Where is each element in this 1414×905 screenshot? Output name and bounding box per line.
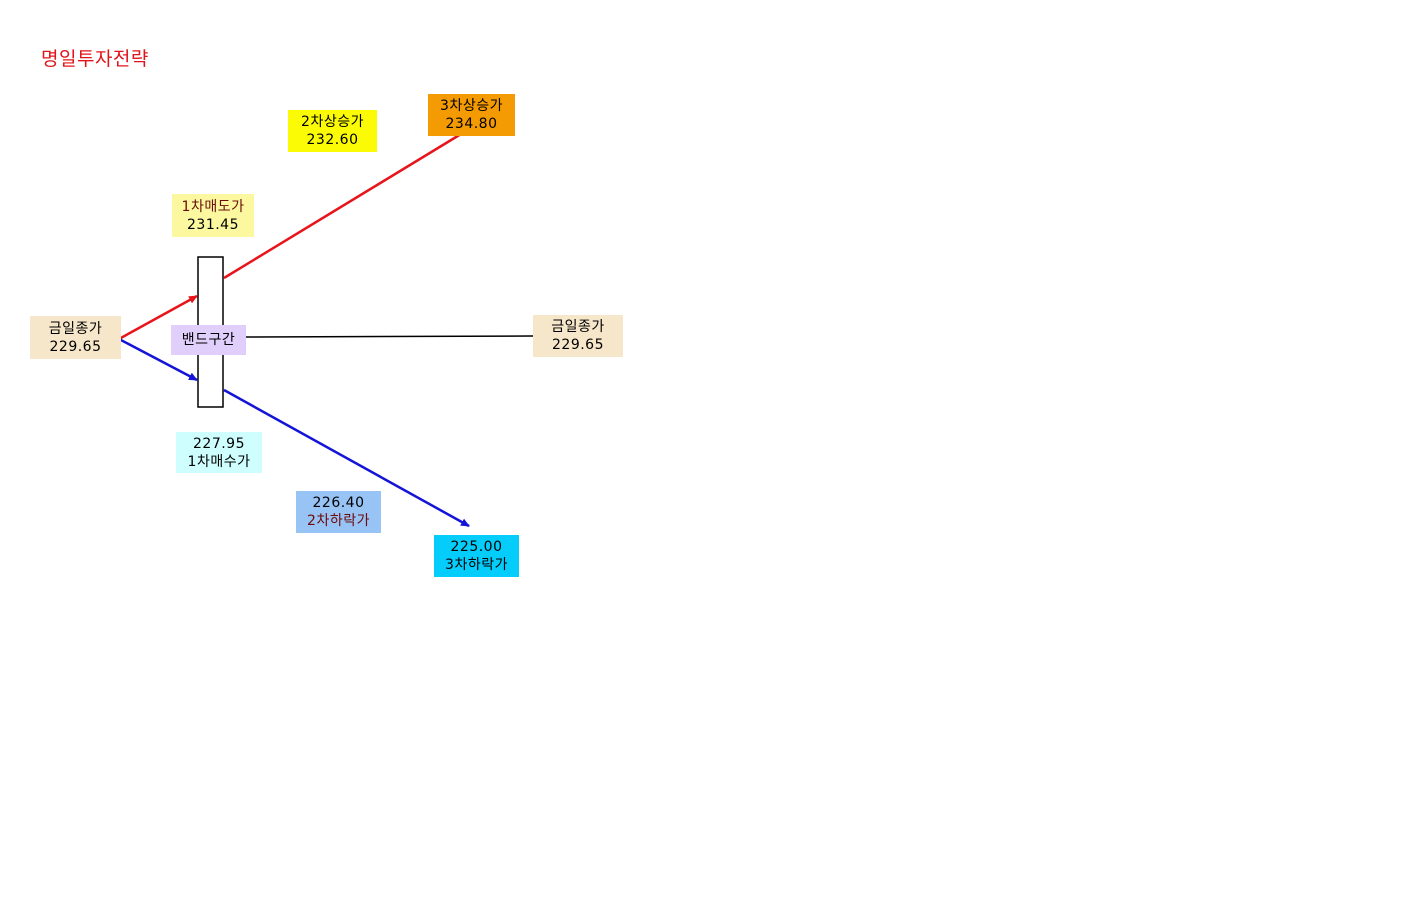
today-close-left-box: 금일종가 229.65 [30,316,121,359]
third-fall-label: 3차하락가 [445,557,508,573]
first-sell-label: 1차매도가 [181,198,245,215]
arrow-close-to-band-up [118,294,198,341]
first-sell-value: 231.45 [187,216,239,233]
arrow-close-to-band-down [118,337,198,382]
first-buy-box: 227.95 1차매수가 [176,432,262,473]
second-rise-label: 2차상승가 [301,114,364,130]
line-band-to-third-rise [223,132,462,280]
third-rise-label: 3차상승가 [440,98,503,114]
first-sell-box: 1차매도가 231.45 [172,194,254,237]
band-box: 밴드구간 [171,325,246,355]
third-fall-value: 225.00 [450,539,503,555]
second-fall-value: 226.40 [312,495,365,511]
band-label: 밴드구간 [181,332,236,348]
second-fall-box: 226.40 2차하락가 [296,491,381,533]
today-close-left-label: 금일종가 [48,320,103,337]
today-close-right-box: 금일종가 229.65 [533,315,623,357]
second-fall-label: 2차하락가 [307,513,370,529]
arrow-band-to-third-fall [223,388,470,528]
today-close-right-label: 금일종가 [551,319,605,335]
today-close-right-value: 229.65 [552,337,604,353]
second-rise-value: 232.60 [306,132,359,148]
first-buy-value: 227.95 [193,435,245,452]
third-rise-value: 234.80 [445,116,498,132]
second-rise-box: 2차상승가 232.60 [288,110,377,152]
line-band-to-close-right [244,335,534,338]
page-title: 명일투자전략 [41,48,149,70]
third-fall-box: 225.00 3차하락가 [434,535,519,577]
third-rise-box: 3차상승가 234.80 [428,94,515,136]
today-close-left-value: 229.65 [49,338,102,355]
first-buy-label: 1차매수가 [187,453,251,470]
